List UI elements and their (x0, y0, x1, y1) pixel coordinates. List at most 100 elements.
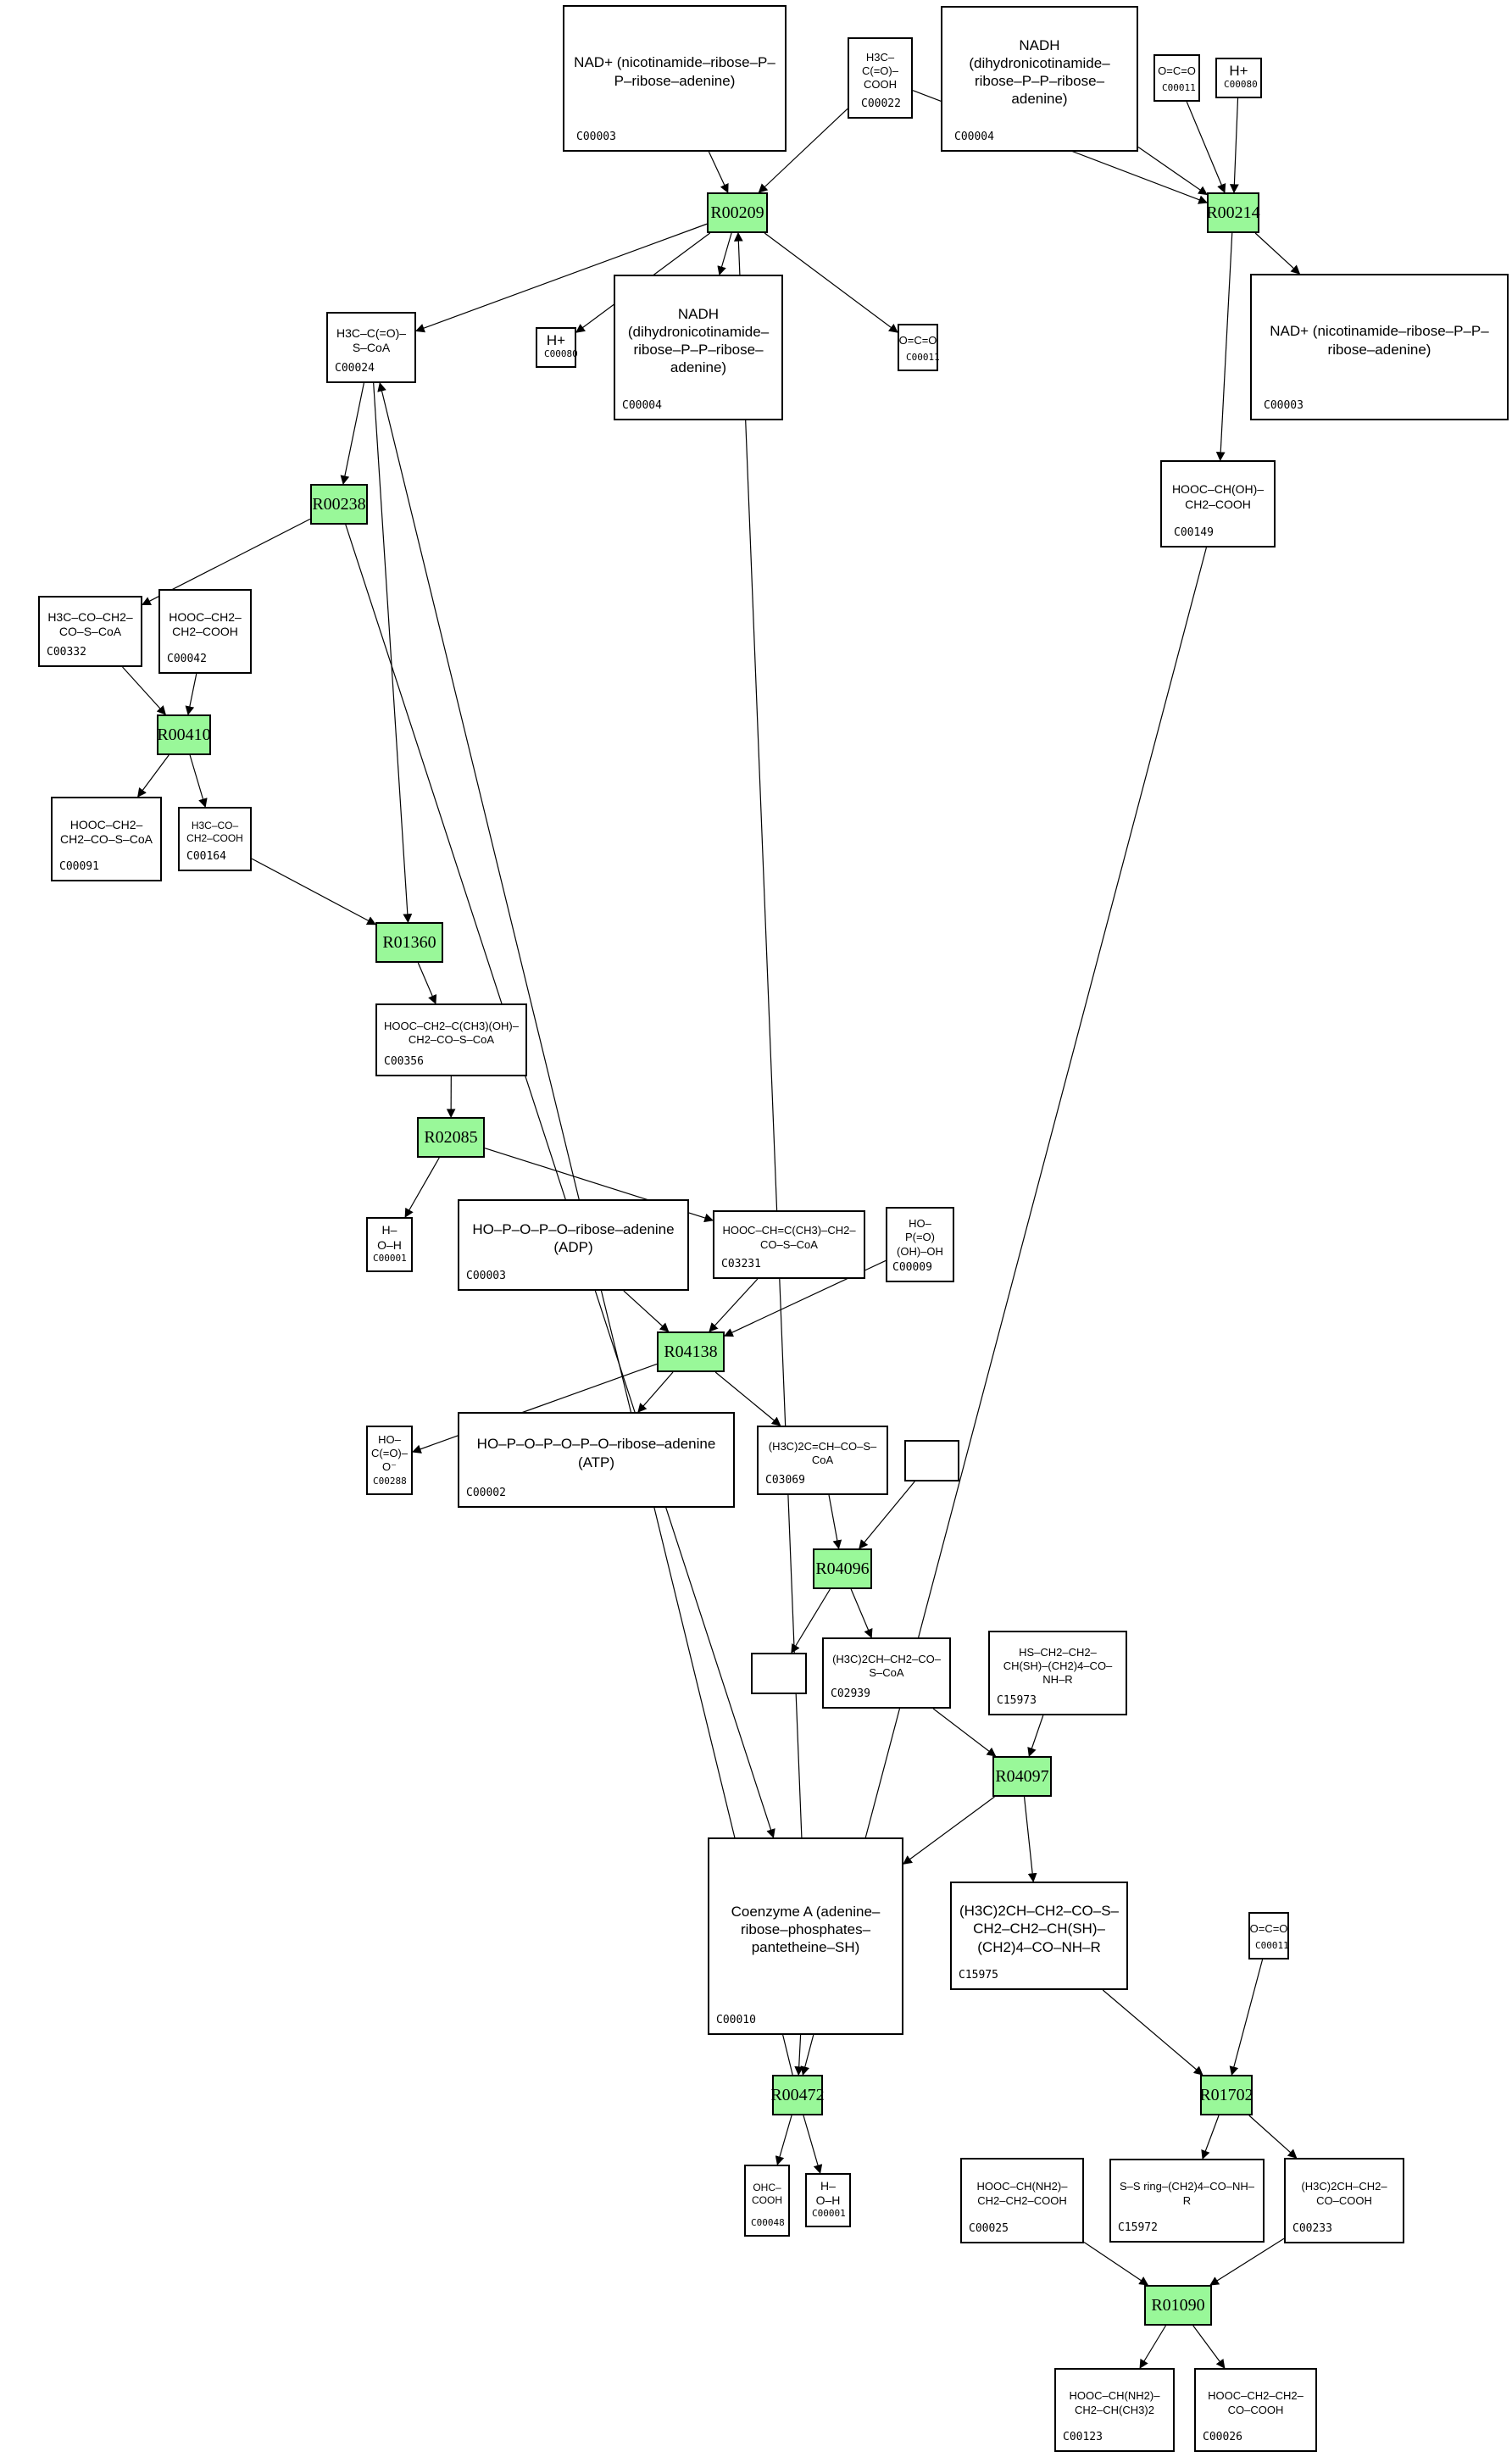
edge-R01702-to-c00233 (1248, 2115, 1298, 2159)
reaction-label: R02085 (424, 1127, 478, 1147)
edge-R00410-to-c00164 (189, 754, 208, 809)
compound-id: C00025 (969, 2222, 1009, 2235)
edge-R00209-to-c00004_mid (717, 232, 732, 276)
compound-id: C00003 (576, 131, 616, 143)
reaction-node[interactable]: R01702 (1199, 2075, 1254, 2115)
structure-formula: HOOC–CH(OH)–CH2–COOH (1171, 482, 1265, 511)
reaction-node[interactable]: R04096 (813, 1548, 872, 1589)
compound-id: C00010 (716, 2014, 756, 2026)
reaction-node[interactable]: R04138 (657, 1331, 725, 1372)
structure-formula: NAD+ (nicotinamide–ribose–P–P–ribose–ade… (574, 54, 775, 89)
edge-R00472-to-c00048 (775, 2115, 792, 2166)
reaction-node[interactable]: R04097 (992, 1756, 1052, 1797)
structure-formula: HOOC–CH2–C(CH3)(OH)–CH2–CO–S–CoA (384, 1019, 519, 1046)
compound-node[interactable]: Coenzyme A (adenine–ribose–phosphates–pa… (708, 1837, 903, 2035)
compound-id: C00003 (1264, 399, 1304, 412)
compound-id: C00332 (47, 646, 86, 659)
edge-c00332-to-R00410 (122, 666, 166, 715)
edge-c00003_top-to-R00209 (708, 151, 729, 193)
compound-id: C00123 (1063, 2431, 1103, 2443)
compound-node[interactable]: NADH (dihydronicotinamide–ribose–P–P–rib… (941, 6, 1138, 152)
compound-node[interactable]: (H3C)2CH–CH2–CO–S–CoA C02939 (822, 1637, 951, 1709)
reaction-label: R00472 (770, 2085, 825, 2104)
edge-c00025-to-R01090 (1083, 2241, 1149, 2286)
edge-R00214-to-c00149 (1215, 232, 1233, 462)
edge-c00024-to-R00238 (340, 382, 364, 486)
edge-c00010-to-R00472 (794, 2034, 804, 2076)
edge-R04097-to-c00010 (903, 1796, 995, 1865)
structure-formula: H3C–CO–CH2–CO–S–CoA (47, 609, 133, 639)
compound-node[interactable]: NAD+ (nicotinamide–ribose–P–P–ribose–ade… (1250, 274, 1509, 420)
compound-node[interactable]: HOOC–CH(NH2)–CH2–CH2–COOH C00025 (960, 2158, 1084, 2243)
structure-formula: NADH (dihydronicotinamide–ribose–P–P–rib… (969, 36, 1110, 108)
compound-node[interactable]: HOOC–CH2–CH2–COOH C00042 (158, 589, 252, 674)
compound-node[interactable]: H+C00080 (536, 327, 578, 368)
edge-R00410-to-c00091 (137, 754, 170, 798)
structure-formula: (H3C)2CH–CH2–CO–S–CH2–CH2–CH(SH)–(CH2)4–… (959, 1903, 1119, 1955)
compound-node[interactable]: HO–P–O–P–O–ribose–adenine (ADP)C00003 (458, 1199, 689, 1291)
compound-id: C02939 (831, 1687, 870, 1700)
compound-node[interactable]: (H3C)2CH–CH2–CO–S–CH2–CH2–CH(SH)–(CH2)4–… (950, 1882, 1128, 1990)
structure-formula: HOOC–CH(NH2)–CH2–CH2–COOH (976, 2180, 1068, 2207)
reaction-node[interactable]: R00209 (707, 192, 768, 233)
edge-R02085-to-c00001_mid (404, 1157, 440, 1218)
structure-formula: HS–CH2–CH2–CH(SH)–(CH2)4–CO–NH–R (1003, 1645, 1113, 1687)
compound-node[interactable]: HO–P–O–P–O–P–O–ribose–adenine (ATP)C0000… (458, 1412, 735, 1508)
structure-formula: H3C–CO–CH2–COOH (186, 820, 243, 844)
compound-node[interactable]: HS–CH2–CH2–CH(SH)–(CH2)4–CO–NH–R C15973 (988, 1631, 1127, 1715)
empty-compound-node[interactable] (751, 1653, 807, 1694)
structure-formula: Coenzyme A (adenine–ribose–phosphates–pa… (731, 1903, 881, 1956)
compound-id: C00003 (466, 1270, 506, 1282)
empty-compound-node[interactable] (904, 1440, 959, 1481)
reaction-node[interactable]: R01360 (375, 922, 443, 963)
reaction-node[interactable]: R00238 (310, 484, 368, 525)
compound-node[interactable]: NAD+ (nicotinamide–ribose–P–P–ribose–ade… (563, 5, 787, 152)
compound-node[interactable]: S–S ring–(CH2)4–CO–NH–R C15972 (1109, 2159, 1265, 2243)
compound-id: C00042 (167, 653, 207, 665)
structure-formula: (H3C)2CH–CH2–CO–S–CoA (832, 1652, 941, 1679)
compound-node[interactable]: H+C00080 (1215, 58, 1262, 98)
edge-c03069-to-R04096 (828, 1494, 842, 1550)
structure-formula: H3C–C(=O)–S–CoA (336, 325, 407, 355)
structure-formula: S–S ring–(CH2)4–CO–NH–R (1120, 2180, 1254, 2207)
structure-formula: H3C–C(=O)–COOH (862, 50, 898, 92)
compound-id: C15973 (997, 1694, 1037, 1707)
reaction-node[interactable]: R02085 (417, 1117, 485, 1158)
compound-node[interactable]: NADH (dihydronicotinamide–ribose–P–P–rib… (614, 275, 783, 420)
reaction-node[interactable]: R00214 (1206, 192, 1260, 233)
compound-id: C00011 (906, 352, 940, 363)
edge-c15975-to-R01702 (1102, 1989, 1203, 2076)
compound-id: C00080 (1224, 79, 1258, 90)
structure-formula: HOOC–CH2–CH2–COOH (169, 609, 242, 639)
reaction-node[interactable]: R00410 (157, 714, 211, 755)
compound-id: C00048 (751, 2217, 785, 2228)
reaction-node[interactable]: R00472 (770, 2075, 825, 2115)
compound-node[interactable]: HO–C(=O)–O⁻C00288 (366, 1426, 413, 1495)
structure-formula: HOOC–CH(NH2)–CH2–CH(CH3)2 (1069, 2389, 1160, 2416)
reaction-node[interactable]: R01090 (1144, 2285, 1212, 2326)
edge-R01360-to-c00356 (417, 962, 437, 1004)
compound-id: C15972 (1118, 2221, 1158, 2234)
compound-node[interactable]: H3C–CO–CH2–CO–S–CoA C00332 (38, 596, 142, 667)
reaction-label: R01090 (1151, 2295, 1205, 2315)
reaction-label: R00209 (710, 203, 764, 222)
compound-id: C00026 (1203, 2431, 1242, 2443)
